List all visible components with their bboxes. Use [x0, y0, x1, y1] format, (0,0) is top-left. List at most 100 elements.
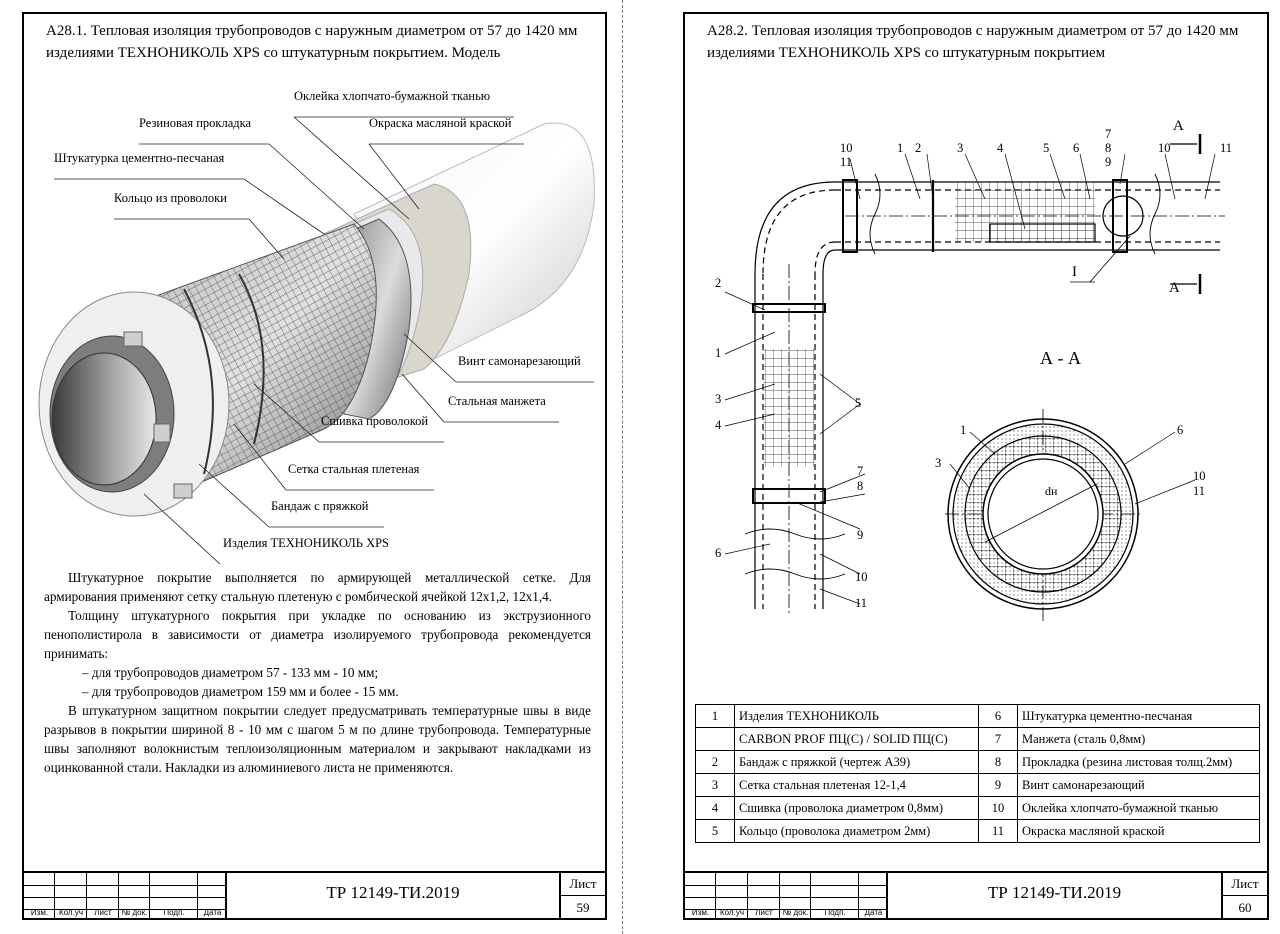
table-cell: Изделия ТЕХНОНИКОЛЬ — [734, 704, 979, 728]
drawing-label: 10 — [1193, 469, 1206, 483]
paragraph: Штукатурное покрытие выполняется по арми… — [44, 570, 591, 604]
callout-band-buckle: Бандаж с пряжкой — [271, 499, 369, 513]
drawing-label: 11 — [1220, 141, 1232, 155]
title-block: Изм. Кол.уч Лист № док. Подп. Дата ТР 12… — [683, 871, 1269, 920]
drawing-label: 6 — [1073, 141, 1079, 155]
drawing-label: 2 — [715, 276, 721, 290]
drawing-label: 8 — [1105, 141, 1111, 155]
page-title: А28.2. Тепловая изоляция трубопроводов с… — [707, 23, 1239, 61]
callout-xps-products: Изделия ТЕХНОНИКОЛЬ XPS — [223, 536, 389, 550]
stamp-col-label: Изм. — [691, 908, 710, 917]
callout-self-tapping-screw: Винт самонарезающий — [458, 354, 581, 368]
drawing-label: 10 — [855, 570, 868, 584]
drawing-label: 1 — [897, 141, 903, 155]
drawing-label: 7 — [857, 464, 863, 478]
table-cell — [695, 727, 735, 751]
document-code: ТР 12149-ТИ.2019 — [987, 883, 1122, 902]
section-mark-top: А — [1173, 118, 1184, 134]
callout-rubber-gasket: Резиновая прокладка — [139, 116, 252, 130]
table-cell: CARBON PROF ПЦ(С) / SOLID ПЦ(С) — [734, 727, 979, 751]
sheet-number: 60 — [1221, 896, 1267, 920]
page-right: А28.2. Тепловая изоляция трубопроводов с… — [683, 12, 1269, 920]
drawing-label: 1 — [715, 346, 721, 360]
diameter-label: dн — [1045, 484, 1058, 498]
drawing-label: 4 — [715, 418, 722, 432]
drawing-label: 3 — [935, 456, 941, 470]
drawing-label: 11 — [840, 155, 852, 169]
table-cell: Прокладка (резина листовая толщ.2мм) — [1017, 750, 1260, 774]
drawing-label: 10 — [1158, 141, 1171, 155]
table-cell: 9 — [978, 773, 1018, 797]
table-cell: 11 — [978, 819, 1018, 843]
drawing-label: 2 — [915, 141, 921, 155]
drawing-label: 6 — [715, 546, 721, 560]
drawing-label: 7 — [1105, 127, 1111, 141]
table-cell: Винт самонарезающий — [1017, 773, 1260, 797]
table-cell: Оклейка хлопчато-бумажной тканью — [1017, 796, 1260, 820]
drawing-label: 8 — [857, 479, 863, 493]
table-cell: 8 — [978, 750, 1018, 774]
list-item: – для трубопроводов диаметром 159 мм и б… — [82, 684, 399, 699]
drawing-label: 3 — [957, 141, 963, 155]
table-cell: Бандаж с пряжкой (чертеж А39) — [734, 750, 979, 774]
sheet-number: 59 — [559, 896, 605, 920]
table-cell: Окраска масляной краской — [1017, 819, 1260, 843]
table-cell: 6 — [978, 704, 1018, 728]
pipe-drawing: 10 11 1 2 3 4 5 6 7 8 9 10 11 2 1 3 4 5 … — [715, 127, 1232, 624]
pipe-model-illustration — [38, 116, 595, 564]
drawing-label: 1 — [960, 423, 966, 437]
table-cell: Сетка стальная плетеная 12-1,4 — [734, 773, 979, 797]
drawing-label: 9 — [857, 528, 863, 542]
drawing-label: 5 — [855, 396, 861, 410]
table-cell: 4 — [695, 796, 735, 820]
stamp-col-label: Изм. — [30, 908, 49, 917]
callout-wire-ring: Кольцо из проволоки — [114, 191, 227, 205]
callout-steel-cuff: Стальная манжета — [448, 394, 546, 408]
stamp-col-label: Кол.уч — [59, 908, 83, 917]
paragraph: Толщину штукатурного покрытия при укладк… — [44, 608, 591, 661]
stamp-col-label: № док. — [121, 908, 148, 917]
table-cell: 2 — [695, 750, 735, 774]
callout-steel-mesh: Сетка стальная плетеная — [288, 462, 420, 476]
stamp-col-label: Дата — [864, 908, 883, 917]
drawing-label: 11 — [1193, 484, 1205, 498]
drawing-label: 11 — [855, 596, 867, 610]
table-cell: 5 — [695, 819, 735, 843]
stamp-col-label: Дата — [203, 908, 222, 917]
drawing-label: 6 — [1177, 423, 1183, 437]
section-mark-bottom: А — [1169, 280, 1180, 296]
table-cell: Кольцо (проволока диаметром 2мм) — [734, 819, 979, 843]
page-title: А28.1. Тепловая изоляция трубопроводов с… — [46, 23, 578, 61]
callout-plaster: Штукатурка цементно-песчаная — [54, 151, 225, 165]
description-text: Штукатурное покрытие выполняется по арми… — [44, 568, 591, 777]
stamp-col-label: № док. — [782, 908, 809, 917]
list-item: – для трубопроводов диаметром 57 - 133 м… — [82, 665, 379, 680]
stamp-col-label: Подп. — [824, 908, 846, 917]
table-cell: 10 — [978, 796, 1018, 820]
drawing-label: 4 — [997, 141, 1004, 155]
stamp-col-label: Кол.уч — [720, 908, 744, 917]
title-block: Изм. Кол.уч Лист № док. Подп. Дата ТР 12… — [22, 871, 607, 920]
table-cell: 1 — [695, 704, 735, 728]
stamp-col-label: Подп. — [163, 908, 185, 917]
sheet-label: Лист — [559, 873, 605, 896]
callout-cloth-wrap: Оклейка хлопчато-бумажной тканью — [294, 89, 491, 103]
page-left: А28.1. Тепловая изоляция трубопроводов с… — [22, 12, 607, 920]
drawing-label: 5 — [1043, 141, 1049, 155]
table-cell: Штукатурка цементно-песчаная — [1017, 704, 1260, 728]
document-code: ТР 12149-ТИ.2019 — [326, 883, 460, 902]
callout-oil-paint: Окраска масляной краской — [369, 116, 512, 130]
table-cell: 7 — [978, 727, 1018, 751]
detail-mark: I — [1072, 264, 1077, 280]
sheet-label: Лист — [1221, 873, 1267, 896]
drawing-label: 10 — [840, 141, 853, 155]
page-separator — [622, 0, 623, 934]
callout-wire-stitch: Сшивка проволокой — [321, 414, 429, 428]
paragraph: В штукатурном защитном покрытии следует … — [44, 703, 591, 775]
